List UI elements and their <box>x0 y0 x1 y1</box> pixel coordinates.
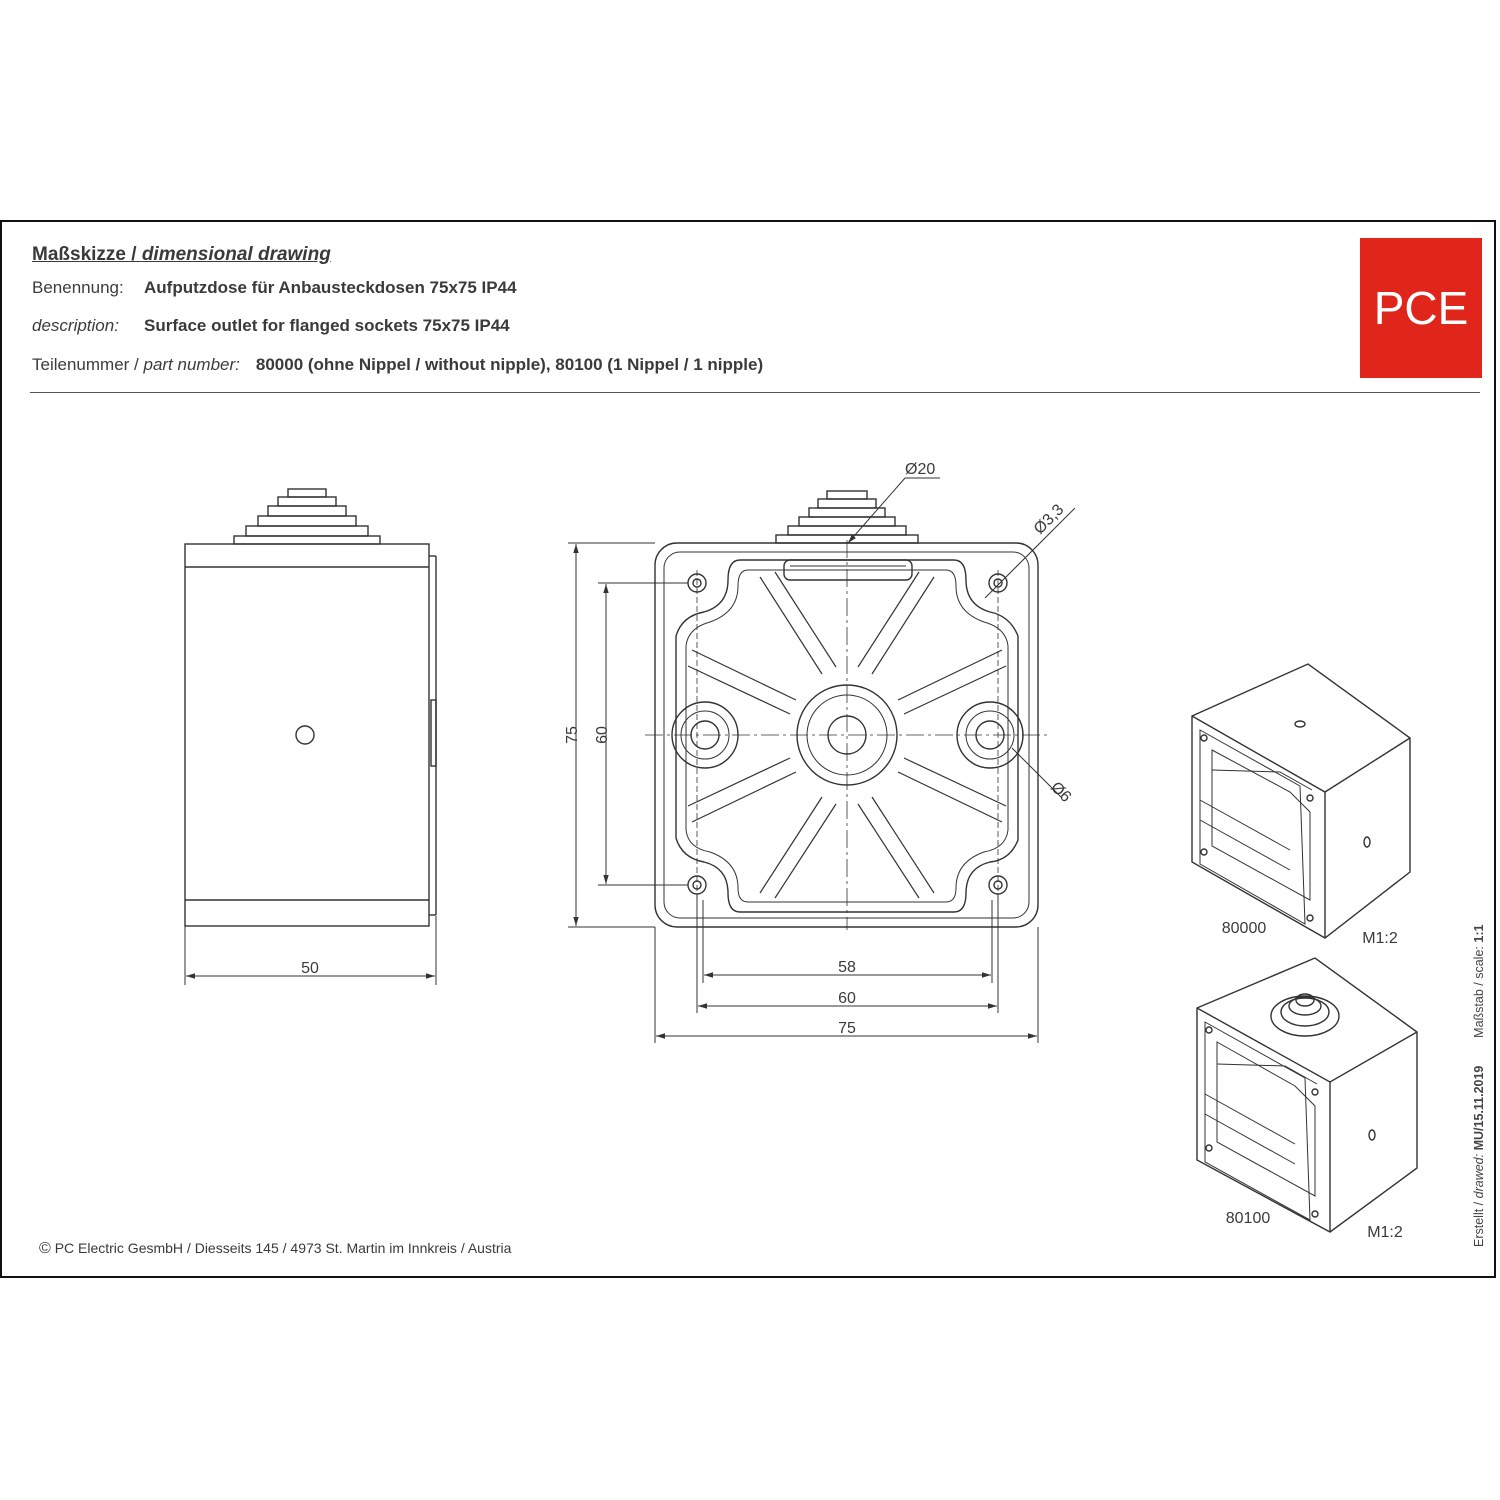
header-divider <box>30 392 1480 393</box>
dim-front-height-75: 75 <box>564 726 581 744</box>
front-nipple <box>775 490 919 544</box>
description-label: description: <box>32 316 119 335</box>
iso-view-80100 <box>1196 957 1418 1233</box>
iso-scale-80000: M1:2 <box>1362 930 1398 947</box>
title-en: dimensional drawing <box>141 244 331 265</box>
footer: © PC Electric GesmbH / Diesseits 145 / 4… <box>39 1240 511 1258</box>
drawing-title: Maßskizze / dimensional drawing <box>32 244 331 266</box>
description-value: Surface outlet for flanged sockets 75x75… <box>144 316 510 335</box>
dim-dia-20: Ø20 <box>905 461 935 478</box>
partnumber-label-en: part number: <box>143 355 240 374</box>
dim-width-75: 75 <box>838 1020 856 1037</box>
dim-width-60: 60 <box>838 990 856 1007</box>
pce-logo: PCE <box>1360 238 1482 378</box>
description-row: description: Surface outlet for flanged s… <box>32 316 510 336</box>
benennung-value: Aufputzdose für Anbausteckdosen 75x75 IP… <box>144 278 517 297</box>
benennung-label: Benennung: <box>32 278 124 297</box>
dim-width-58: 58 <box>838 959 856 976</box>
side-view <box>184 488 437 985</box>
copyright-icon: © <box>39 1240 51 1257</box>
partnumber-label-de: Teilenummer / <box>32 355 144 374</box>
iso-part-80000: 80000 <box>1222 920 1267 937</box>
rib-lines <box>687 571 1007 899</box>
dim-dia-3-3: Ø3,3 <box>1031 501 1068 538</box>
partnumber-value: 80000 (ohne Nippel / without nipple), 80… <box>255 355 764 374</box>
center-lines <box>645 540 1050 930</box>
title-separator: / <box>125 244 142 265</box>
dim-front-height-60: 60 <box>594 726 611 744</box>
front-view <box>568 477 1076 1043</box>
iso-part-80100: 80100 <box>1226 1210 1271 1227</box>
partnumber-row: Teilenummer / part number: 80000 (ohne Ni… <box>32 355 763 375</box>
iso-scale-80100: M1:2 <box>1367 1224 1403 1241</box>
side-nipple <box>233 488 381 545</box>
dim-side-width: 50 <box>301 960 319 977</box>
footer-text: PC Electric GesmbH / Diesseits 145 / 497… <box>54 1240 512 1256</box>
dim-dia-6: Ø6 <box>1047 779 1074 806</box>
drawing-sheet: Maßskizze / dimensional drawing Benennun… <box>0 220 1496 1278</box>
iso-view-80000 <box>1191 663 1411 939</box>
benennung-row: Benennung: Aufputzdose für Anbausteckdose… <box>32 278 517 298</box>
title-de: Maßskizze <box>32 244 126 265</box>
